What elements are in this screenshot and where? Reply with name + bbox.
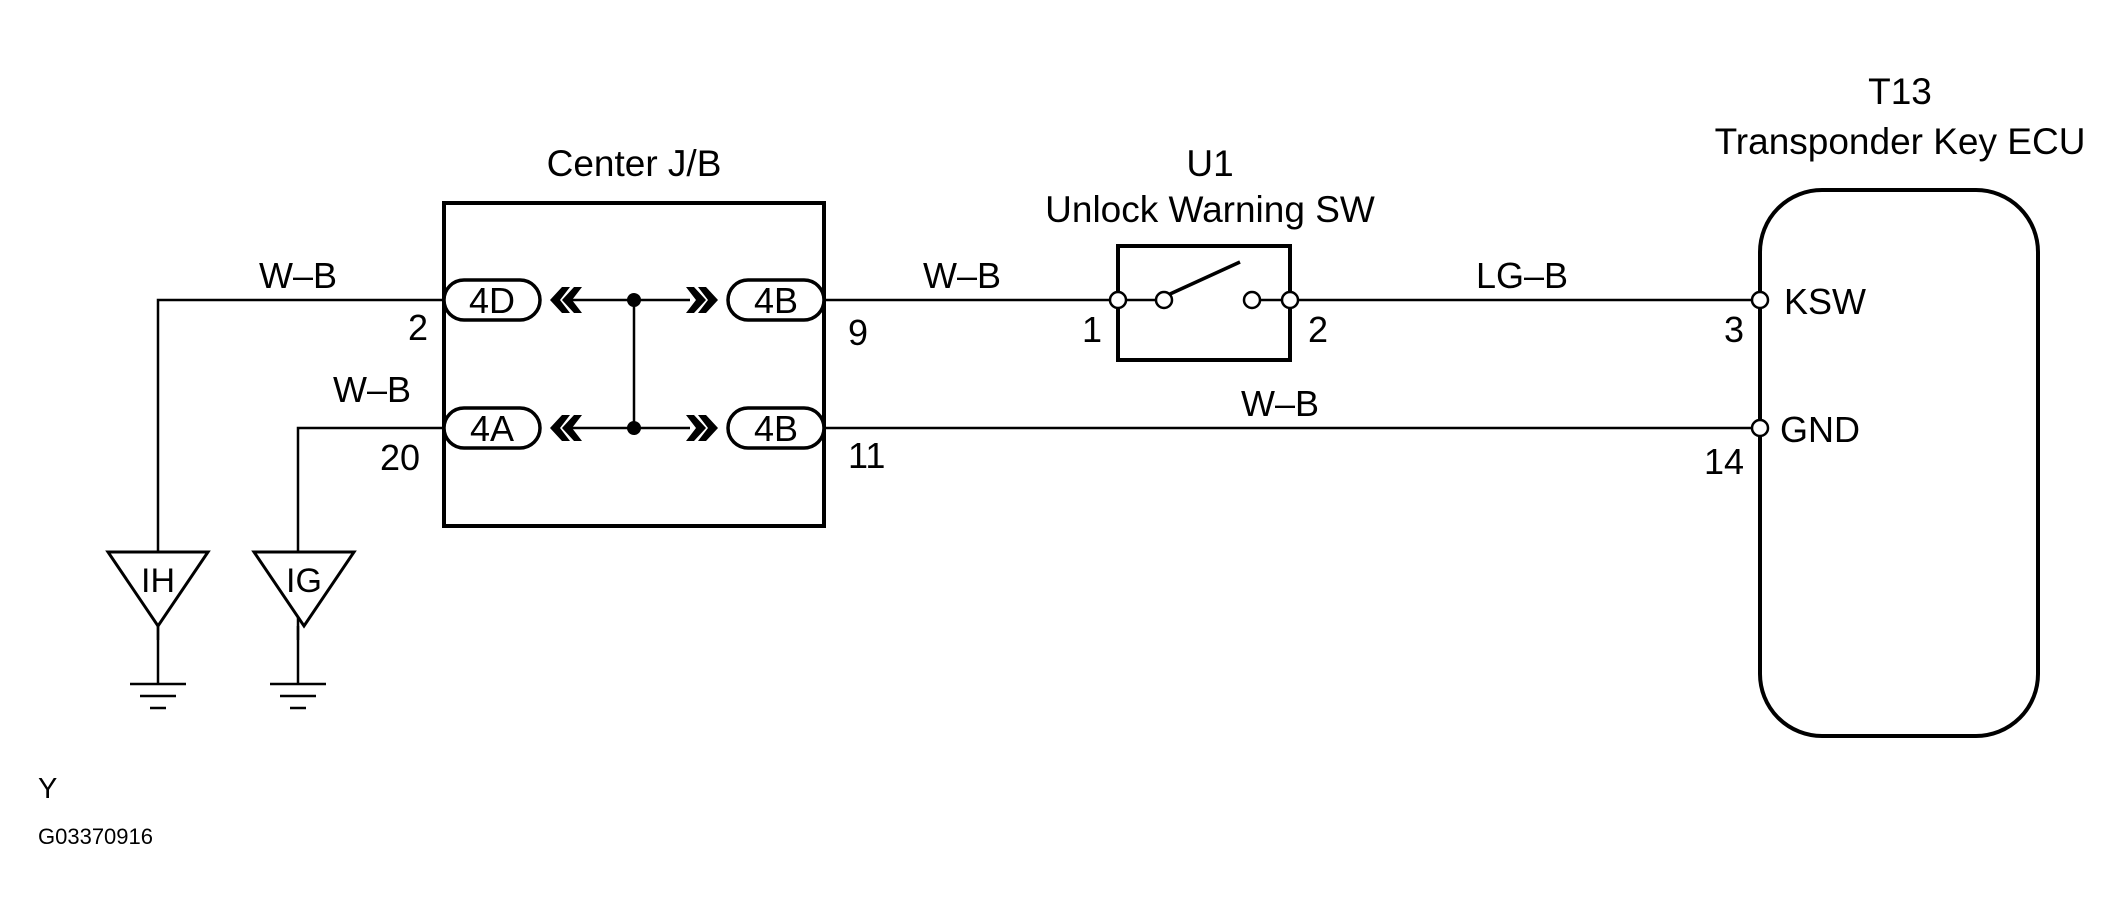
wire-label-switch-ecu: LG–B [1476, 255, 1568, 296]
junction-block-frame [442, 201, 826, 528]
footer-code: G03370916 [38, 824, 153, 849]
ecu-code: T13 [1868, 71, 1932, 112]
connector-4b-top-label: 4B [754, 280, 798, 321]
wire-label-jb-switch: W–B [923, 255, 1001, 296]
ground-ih-label: IH [141, 562, 175, 600]
wire-label-ig: W–B [333, 369, 411, 410]
footer-letter: Y [38, 773, 57, 805]
ecu-frame [1758, 188, 2040, 738]
ecu-label-ksw: KSW [1784, 281, 1866, 322]
chevron-left-top-icon [550, 287, 582, 313]
switch-blade [1169, 260, 1241, 296]
switch-code: U1 [1186, 143, 1233, 184]
switch-name: Unlock Warning SW [1045, 189, 1375, 230]
switch-contact-left [1154, 290, 1174, 310]
switch-pin-1: 1 [1082, 309, 1102, 350]
wire-label-jb-gnd: W–B [1241, 383, 1319, 424]
jb-pin-20: 20 [380, 437, 420, 478]
wire-ig-ground [296, 426, 444, 640]
ground-ig-earth-icon [270, 682, 326, 710]
connector-4a [442, 406, 542, 450]
junction-block-title: Center J/B [547, 143, 722, 184]
transponder-key-ecu: T13 Transponder Key ECU KSW GND 3 14 [1704, 71, 2086, 738]
jb-pin-9: 9 [848, 312, 868, 353]
switch-frame [1116, 244, 1292, 362]
ground-ih-triangle [105, 550, 211, 629]
wire-ih-ground [156, 298, 444, 640]
ecu-terminal-gnd [1750, 418, 1770, 438]
ground-ig-triangle [251, 550, 357, 629]
connector-4d [442, 278, 542, 322]
unlock-warning-switch: U1 Unlock Warning SW 1 2 [1045, 143, 1375, 362]
connector-4b-top [726, 278, 826, 322]
ground-ig: IG [251, 550, 357, 710]
ground-ih-earth-icon [130, 682, 186, 710]
junction-node-top [627, 293, 641, 307]
center-junction-block: Center J/B 4D 4A 4B 4B 2 20 9 11 [380, 143, 885, 528]
ecu-label-gnd: GND [1780, 409, 1860, 450]
junction-node-bottom [627, 421, 641, 435]
connector-4b-bottom-label: 4B [754, 408, 798, 449]
connector-4a-label: 4A [470, 408, 514, 449]
switch-contact-right [1242, 290, 1262, 310]
connector-4d-label: 4D [469, 280, 515, 321]
ecu-pin-3: 3 [1724, 309, 1744, 350]
chevron-right-bottom-icon [686, 415, 718, 441]
ground-ih: IH [105, 550, 211, 710]
switch-pin-2: 2 [1308, 309, 1328, 350]
jb-pin-2: 2 [408, 307, 428, 348]
ecu-pin-14: 14 [1704, 441, 1744, 482]
chevron-left-bottom-icon [550, 415, 582, 441]
switch-terminal-2 [1280, 290, 1300, 310]
connector-4b-bottom [726, 406, 826, 450]
ecu-terminal-ksw [1750, 290, 1770, 310]
jb-pin-11: 11 [848, 435, 885, 476]
ecu-name: Transponder Key ECU [1715, 121, 2086, 162]
switch-terminal-1 [1108, 290, 1128, 310]
wire-label-ih: W–B [259, 255, 337, 296]
ground-ig-label: IG [286, 562, 322, 600]
chevron-right-top-icon [686, 287, 718, 313]
